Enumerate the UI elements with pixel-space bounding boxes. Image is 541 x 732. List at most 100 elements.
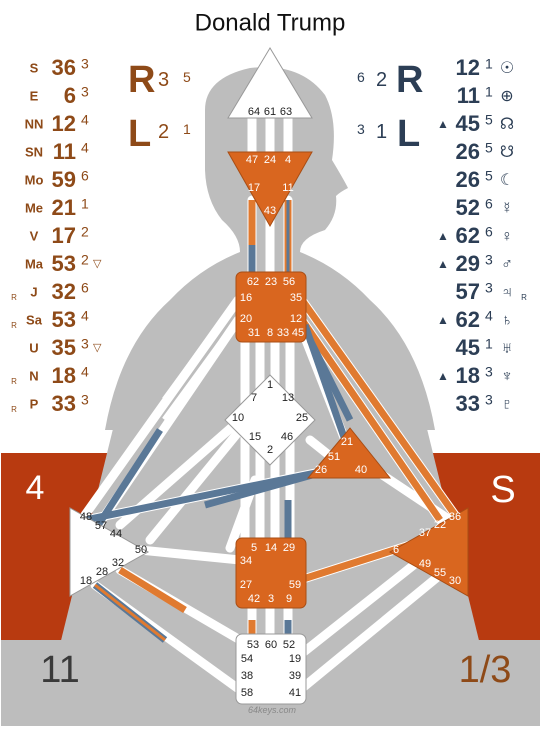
gate-36: 36 [449,511,461,523]
planet-symbol: E [30,88,39,103]
gate-27: 27 [240,579,252,591]
planet-line: 5 [485,140,493,156]
planet-line: 6 [81,280,89,296]
ajna-gates: 47 24 4 17 11 43 [246,154,294,217]
gate-9: 9 [286,593,292,605]
planet-symbol: Ma [25,256,44,271]
gate-42: 42 [248,593,260,605]
right-variable-l-num2: 1 [376,121,387,143]
planet-gate: 33 [456,391,480,416]
gate-28: 28 [96,566,108,578]
channel-50-27 [135,545,245,565]
left-variable-r: R [128,59,155,101]
planet-gate: 62 [456,223,480,248]
planet-line: 1 [485,336,493,352]
root-gates: 53 60 52 54 19 38 39 58 41 [241,639,301,699]
planet-gate: 36 [52,55,76,80]
planet-line: 1 [485,56,493,72]
planet-gate: 17 [52,223,76,248]
planet-symbol-icon: ⊕ [500,88,513,105]
planet-gate: 11 [457,83,480,108]
spleen-center [69,507,150,597]
planet-line: 4 [81,308,89,324]
chart-title: Donald Trump [195,9,346,36]
planet-gate: 26 [456,167,480,192]
channel-49-19 [295,555,425,660]
ego-center [306,427,392,479]
planet-line: 3 [81,392,89,408]
planet-line: 1 [485,84,493,100]
solar-plexus-center [388,507,469,597]
g-gates: 1 7 13 10 25 15 46 2 [232,379,308,456]
spleen-gates: 48 57 44 50 32 28 18 [80,511,147,587]
planet-gate: 12 [456,55,480,80]
planet-line: 5 [485,112,493,128]
planet-gate: 45 [456,111,480,136]
activation-57 [92,428,163,532]
planet-gate: 33 [52,391,76,416]
right-variable-l-num1: 3 [357,121,365,137]
gate-31: 31 [248,327,260,339]
gate-20: 20 [240,313,252,325]
planet-symbol: NN [25,116,44,131]
ego-gates: 21 51 26 40 [315,436,367,476]
g-center [224,374,316,466]
gate-5: 5 [251,542,257,554]
root-center [235,633,307,705]
planet-symbol: SN [25,144,43,159]
throat-gates: 62 23 56 16 35 20 12 31 8 33 45 [240,276,304,339]
exalted-marker: ▲ [437,257,449,271]
exalted-marker: ▽ [93,258,102,270]
planet-line: 5 [485,168,493,184]
gate-60: 60 [265,639,277,651]
gate-6: 6 [393,544,399,556]
authority-label: 4 [26,469,45,507]
gate-53: 53 [247,639,259,651]
profile-incarnation-label: 11 [40,649,79,691]
gate-59: 59 [289,579,301,591]
gate-55: 55 [434,567,446,579]
sacral-center [235,537,307,609]
gate-52: 52 [283,639,295,651]
planet-gate: 21 [52,195,76,220]
right-variable-r-num1: 6 [357,69,365,85]
channel-15-5 [145,425,245,545]
gate-62: 62 [247,276,259,288]
exalted-marker: ▽ [93,342,102,354]
gate-15: 15 [249,431,261,443]
exalted-marker: ▲ [437,117,449,131]
gate-38: 38 [241,670,253,682]
profile-label: 1/3 [459,649,512,691]
planet-line: 4 [485,308,493,324]
planet-line: 6 [485,224,493,240]
head-center [227,47,313,119]
gate-49: 49 [419,558,431,570]
planet-line: 6 [81,168,89,184]
gate-46: 46 [281,431,293,443]
activation-32 [118,567,187,613]
planet-line: 4 [81,364,89,380]
gate-50: 50 [135,544,147,556]
gate-22: 22 [434,519,446,531]
planet-line: 2 [81,252,89,268]
gate-25: 25 [296,412,308,424]
gate-4: 4 [285,154,291,166]
planet-gate: 53 [52,307,76,332]
planet-line: 3 [485,280,493,296]
gate-17: 17 [248,182,260,194]
planet-symbol-icon: ♆ [501,368,513,385]
planet-line: 4 [81,112,89,128]
throat-center [235,271,307,343]
